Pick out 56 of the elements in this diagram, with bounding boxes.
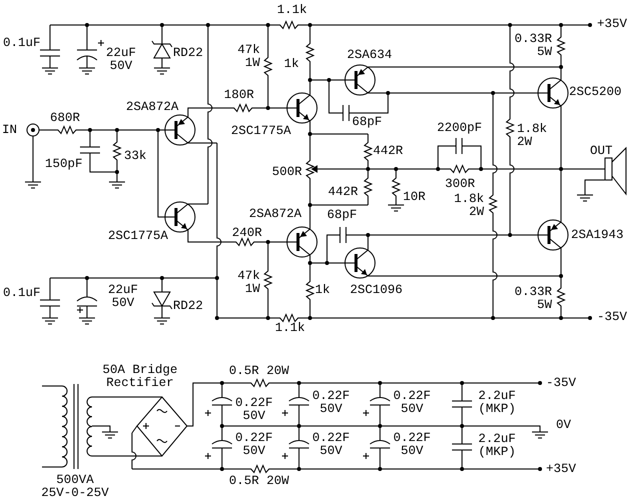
voltage-label: -35V [597,311,628,324]
component-label: 2.2uF (MKP) [477,390,517,416]
component-label: 33k [124,150,147,163]
component-label: RD22 [173,47,204,60]
component-label: 22uF 50V [106,284,139,310]
component-label: 2SC1775A [108,230,168,243]
component-label: 0.22F 50V [392,432,432,458]
component-label: 47k 1W [236,44,260,70]
component-label: 68pF [327,209,358,222]
component-label: 2SC1096 [350,284,403,297]
component-label: 47k 1W [236,270,260,296]
voltage-label: +35V [546,463,576,476]
component-label: 2SA872A [126,101,179,114]
voltage-label: 0V [556,419,572,432]
component-label: 0.22F 50V [234,397,274,423]
component-label: 1.8k 2W [452,193,484,219]
component-label: 2SA872A [249,208,302,221]
component-label: 0.22F 50V [311,390,351,416]
component-label: 150pF [45,158,83,171]
component-label: 442R [328,186,358,199]
component-label: 1.1k [277,4,308,17]
component-label: 10R [403,191,426,204]
component-label: 0.22F 50V [234,432,274,458]
terminal-label: IN [2,124,18,137]
component-label: RD22 [173,300,204,313]
component-label: 2SC1775A [231,125,292,138]
component-label: 0.33R 5W [513,286,552,312]
component-label: 2SA1943 [571,229,624,242]
component-label: 1.8k 2W [517,123,548,149]
component-label: 2.2uF (MKP) [477,433,517,459]
component-label: 22uF 50V [104,47,137,73]
terminal-label: OUT [590,145,613,158]
voltage-label: +35V [597,18,628,31]
component-label: 300R [445,178,476,191]
component-label: 2SC5200 [569,86,622,99]
voltage-label: -35V [546,377,576,390]
component-label: 2200pF [437,122,482,135]
component-label: 50A Bridge Rectifier [101,364,178,390]
component-label: 0.5R 20W [229,475,290,488]
component-label: 180R [224,89,254,102]
component-label: 680R [50,112,80,125]
component-label: 1k [284,58,300,71]
component-label: 0.1uF [3,37,41,50]
component-label: 500VA 25V-0-25V [40,474,110,500]
component-label: 1.1k [275,322,306,335]
component-label: 442R [373,145,404,158]
component-label: 0.5R 20W [229,365,290,378]
component-label: 240R [232,227,262,240]
component-label: 68pF [352,116,382,129]
component-label: 0.22F 50V [392,390,432,416]
component-label: 500R [272,166,302,179]
component-label: 0.33R 5W [513,33,552,59]
component-label: 1k [315,284,330,297]
component-label: 0.22F 50V [311,432,351,458]
component-label: 2SA634 [347,49,392,62]
component-label: 0.1uF [3,287,41,300]
